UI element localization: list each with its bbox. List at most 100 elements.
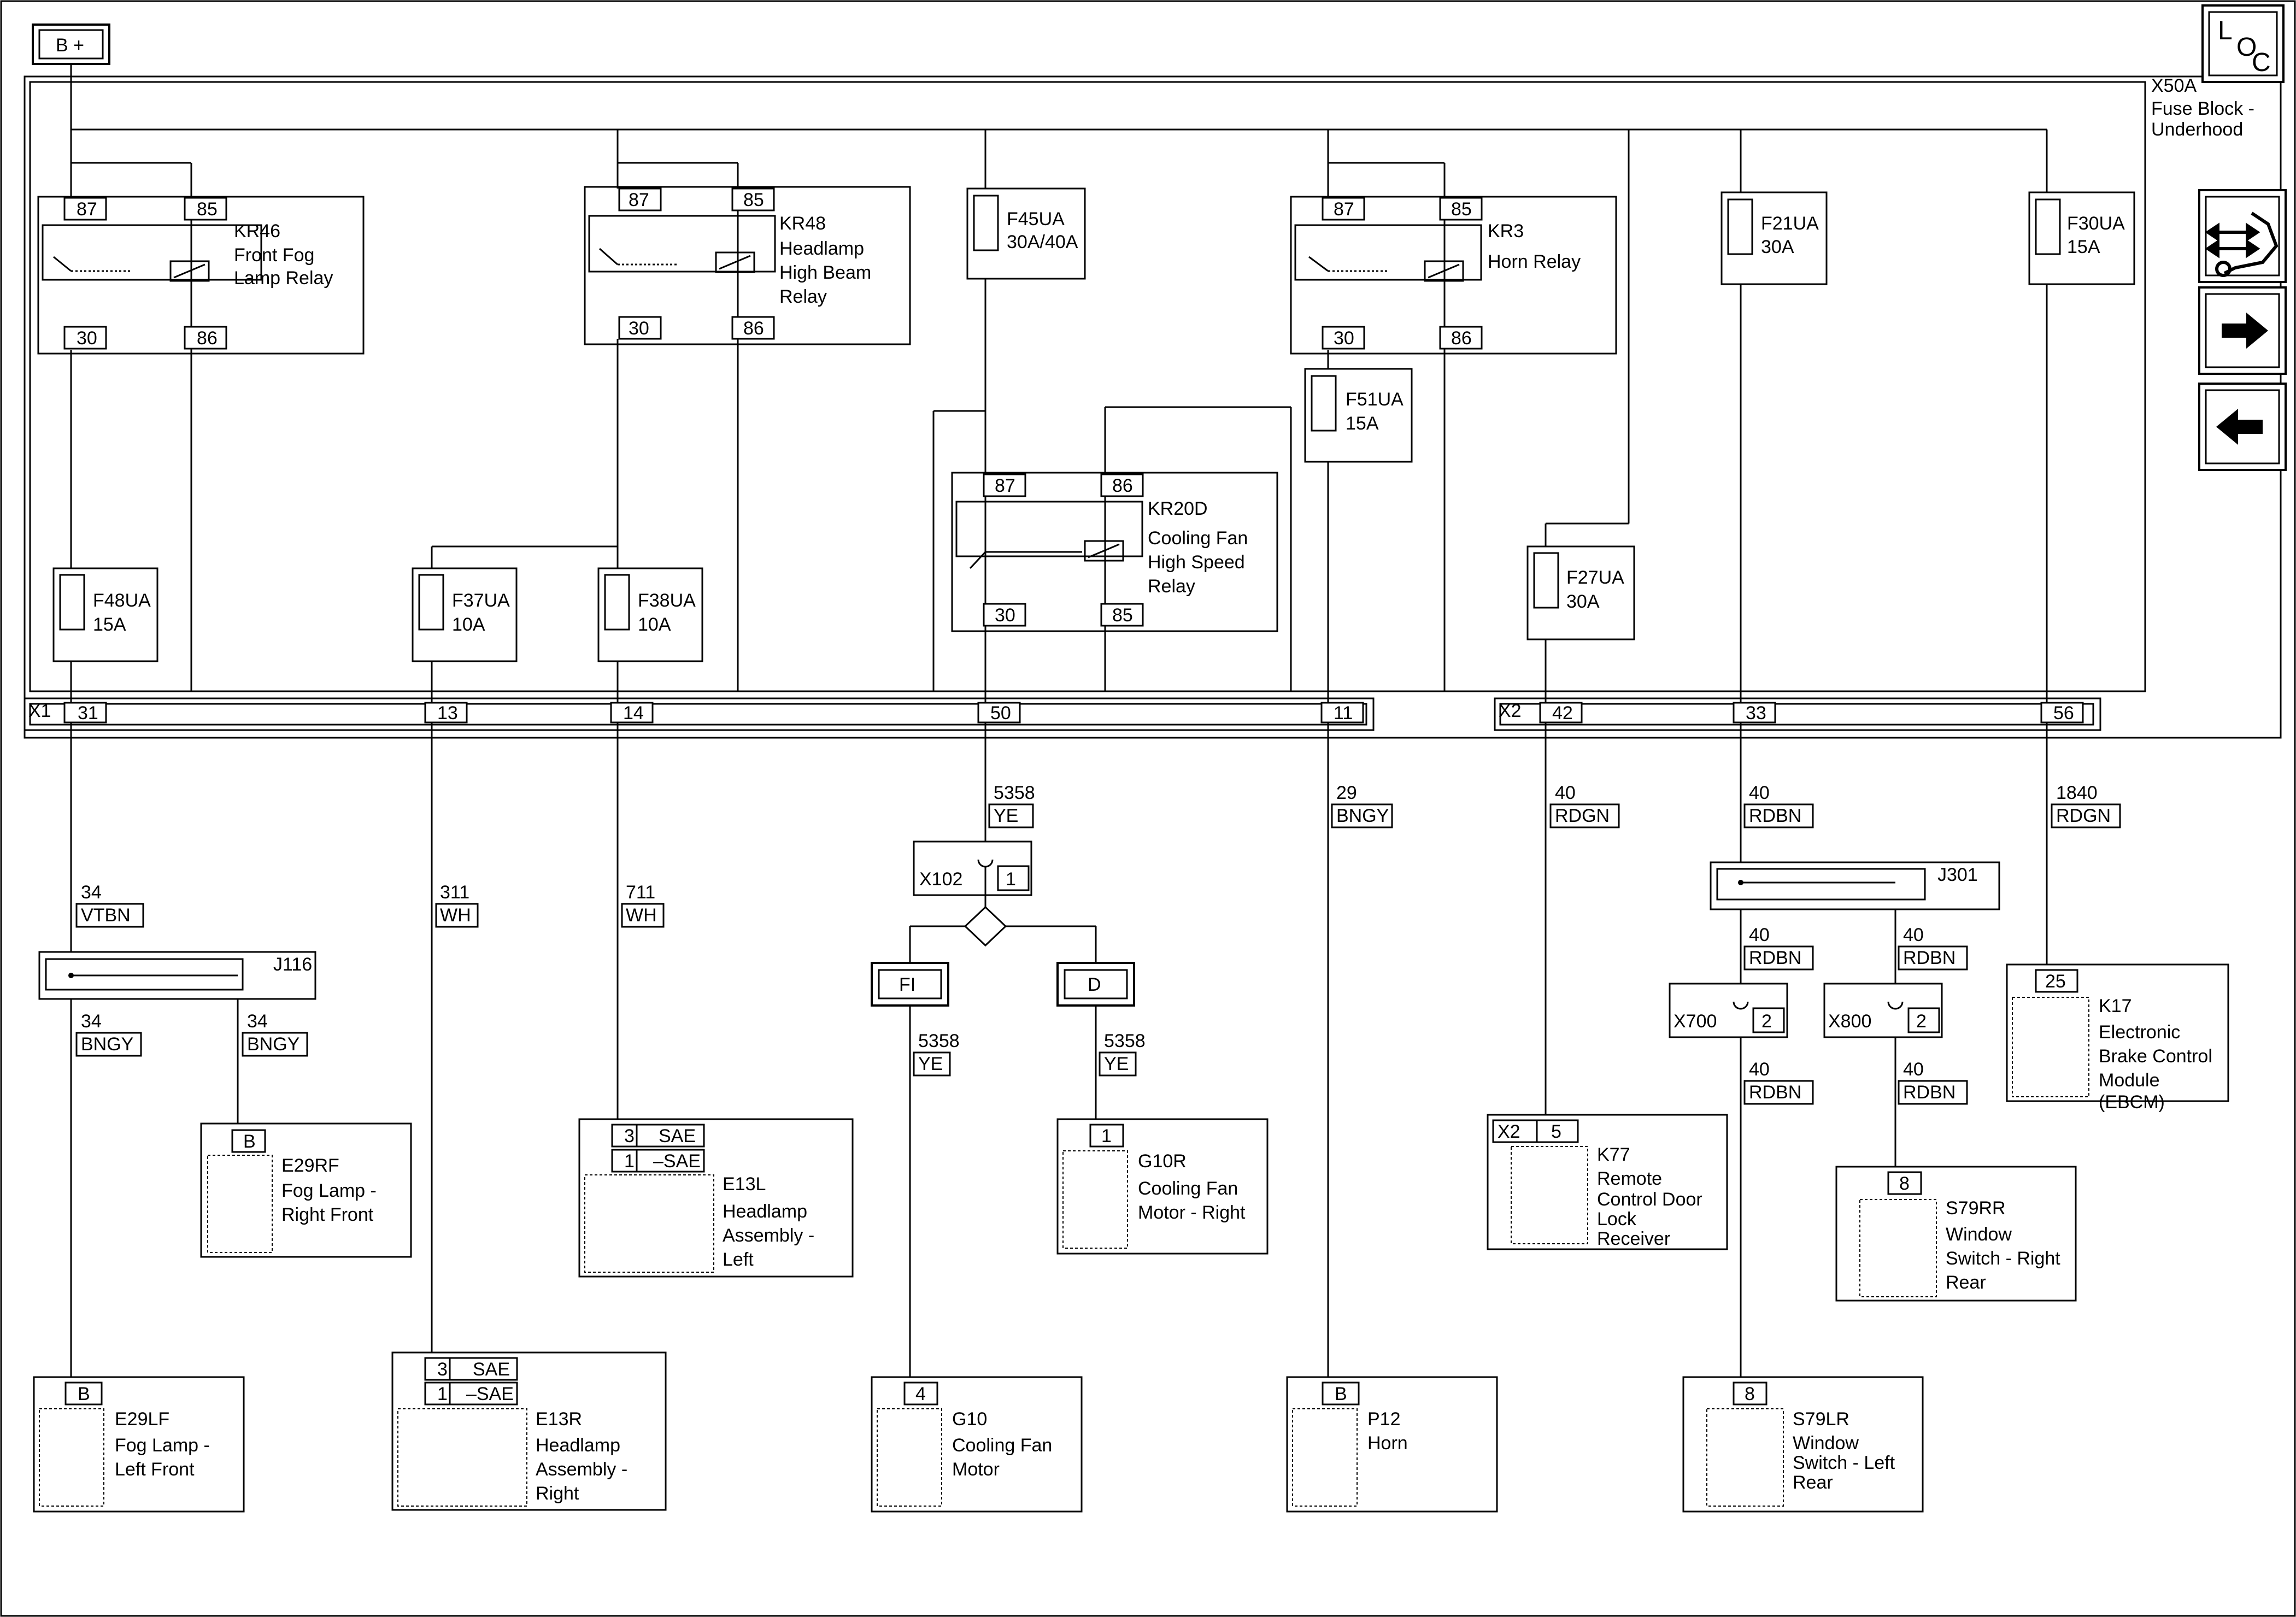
f38ua-id: F38UA xyxy=(638,590,696,611)
x1-pin13: 13 xyxy=(437,703,458,724)
relay-switch-icon xyxy=(53,256,210,282)
f30ua-id: F30UA xyxy=(2067,213,2125,234)
wire-label-5358-ye: 5358 YE xyxy=(988,783,1035,828)
kr46-pin30: 30 xyxy=(77,328,97,349)
fuse-block-name-line2: Underhood xyxy=(2151,119,2243,140)
svg-text:X700: X700 xyxy=(1673,1011,1717,1032)
svg-text:Switch - Left: Switch - Left xyxy=(1793,1453,1895,1473)
svg-text:RDGN: RDGN xyxy=(2056,805,2111,826)
svg-text:5358: 5358 xyxy=(1104,1031,1146,1051)
wire-label-5358-ye-d: 5358 YE xyxy=(1099,1031,1146,1077)
relay-switch-icon xyxy=(1308,256,1464,282)
svg-text:711: 711 xyxy=(626,882,655,903)
previous-page-button[interactable] xyxy=(2198,383,2287,471)
wire-label-311-wh: 311 WH xyxy=(435,882,479,928)
component-e29lf: B E29LF Fog Lamp - Left Front xyxy=(33,1376,245,1513)
fuse-f27ua: F27UA 30A xyxy=(1526,545,1635,640)
f51ua-rating: 15A xyxy=(1346,413,1379,434)
svg-text:–SAE: –SAE xyxy=(653,1151,701,1172)
kr3-pin30: 30 xyxy=(1334,328,1354,349)
battery-supply-label: B + xyxy=(56,35,84,56)
kr3-name1: Horn Relay xyxy=(1488,251,1581,272)
svg-text:E13R: E13R xyxy=(536,1409,582,1430)
option-d: D xyxy=(1056,962,1135,1007)
component-k17: 25 K17 Electronic Brake Control Module (… xyxy=(2006,963,2229,1113)
svg-text:YE: YE xyxy=(918,1054,943,1074)
fuse-f51ua: F51UA 15A xyxy=(1304,368,1413,463)
svg-text:S79RR: S79RR xyxy=(1946,1198,2006,1219)
svg-text:SAE: SAE xyxy=(659,1126,696,1146)
svg-text:Fog Lamp -: Fog Lamp - xyxy=(281,1180,377,1201)
svg-text:Left: Left xyxy=(723,1249,754,1270)
fuse-block-name-line1: Fuse Block - xyxy=(2151,98,2254,119)
fuse-f48ua: F48UA 15A xyxy=(52,567,158,662)
svg-text:Remote: Remote xyxy=(1597,1168,1662,1189)
svg-text:YE: YE xyxy=(1104,1054,1129,1074)
kr20d-name2: High Speed xyxy=(1148,552,1245,573)
svg-text:34: 34 xyxy=(81,882,102,903)
svg-text:5: 5 xyxy=(1551,1121,1561,1142)
f37ua-id: F37UA xyxy=(452,590,510,611)
wire-lines xyxy=(70,128,2048,1385)
x1-pin11: 11 xyxy=(1334,703,1353,724)
kr48-pin86: 86 xyxy=(743,318,764,339)
wire-label-34-bngy-right: 34 BNGY xyxy=(242,1011,308,1057)
inline-connector-x102: X102 1 xyxy=(913,840,1032,896)
svg-text:40: 40 xyxy=(1749,925,1770,945)
kr20d-id: KR20D xyxy=(1148,498,1208,519)
svg-text:40: 40 xyxy=(1749,783,1770,803)
svg-text:RDBN: RDBN xyxy=(1903,948,1956,968)
kr48-name3: Relay xyxy=(779,286,827,307)
svg-text:40: 40 xyxy=(1903,925,1924,945)
wire-label-40-rdbn: 40 RDBN xyxy=(1743,783,1814,828)
svg-text:X800: X800 xyxy=(1828,1011,1871,1032)
svg-text:J116: J116 xyxy=(273,954,312,975)
svg-text:Switch - Right: Switch - Right xyxy=(1946,1248,2060,1269)
svg-text:2: 2 xyxy=(1916,1011,1927,1032)
kr48-pin87: 87 xyxy=(629,190,649,210)
component-e13r: 3 SAE 1 –SAE E13R Headlamp Assembly - Ri… xyxy=(391,1351,667,1511)
component-e13l: 3 SAE 1 –SAE E13L Headlamp Assembly - Le… xyxy=(578,1118,854,1278)
x2-id: X2 xyxy=(1499,701,1522,721)
kr20d-pin86: 86 xyxy=(1112,475,1133,496)
inline-connector-x700: X700 2 xyxy=(1669,983,1788,1038)
kr46-pin86: 86 xyxy=(197,328,218,349)
fuse-f38ua: F38UA 10A xyxy=(597,567,703,662)
f48ua-id: F48UA xyxy=(93,590,151,611)
relay-kr46: 87 85 30 86 KR46 Front Fog Lamp Relay xyxy=(37,196,365,355)
kr20d-name1: Cooling Fan xyxy=(1148,528,1248,549)
f30ua-rating: 15A xyxy=(2067,237,2100,257)
loc-letter-c: C xyxy=(2252,48,2271,77)
kr3-pin86: 86 xyxy=(1451,328,1472,349)
f51ua-id: F51UA xyxy=(1346,389,1404,410)
svg-text:1: 1 xyxy=(1101,1126,1112,1146)
svg-text:Right: Right xyxy=(536,1483,579,1504)
svg-text:X2: X2 xyxy=(1498,1121,1520,1142)
wire-label-40-rdbn-x800: 40 RDBN xyxy=(1898,1059,1968,1105)
wire-label-1840-rdgn: 1840 RDGN xyxy=(2051,783,2121,828)
svg-text:RDBN: RDBN xyxy=(1749,805,1801,826)
svg-text:FI: FI xyxy=(899,974,915,995)
svg-text:29: 29 xyxy=(1336,783,1357,803)
relay-kr20d: 87 86 30 85 KR20D Cooling Fan High Speed… xyxy=(951,472,1278,632)
f27ua-rating: 30A xyxy=(1566,591,1600,612)
svg-text:S79LR: S79LR xyxy=(1793,1409,1849,1430)
svg-text:Cooling Fan: Cooling Fan xyxy=(952,1435,1052,1456)
connector-x1: X1 31 13 14 50 11 xyxy=(24,697,1375,731)
service-info-button[interactable] xyxy=(2198,189,2287,283)
component-s79rr: 8 S79RR Window Switch - Right Rear xyxy=(1835,1166,2077,1302)
kr20d-pin87: 87 xyxy=(995,475,1015,496)
next-page-button[interactable] xyxy=(2198,286,2287,375)
fuse-block-id: X50A xyxy=(2151,75,2197,96)
svg-text:Lock: Lock xyxy=(1597,1209,1637,1230)
svg-text:3: 3 xyxy=(624,1126,635,1146)
svg-text:WH: WH xyxy=(626,905,657,926)
f37ua-rating: 10A xyxy=(452,614,485,635)
svg-text:X102: X102 xyxy=(919,869,962,890)
svg-text:Motor: Motor xyxy=(952,1459,1000,1480)
component-e29rf: B E29RF Fog Lamp - Right Front xyxy=(200,1122,412,1258)
kr46-name2: Lamp Relay xyxy=(234,268,333,289)
location-button[interactable]: L O C xyxy=(2201,4,2285,83)
svg-text:2: 2 xyxy=(1761,1011,1772,1032)
